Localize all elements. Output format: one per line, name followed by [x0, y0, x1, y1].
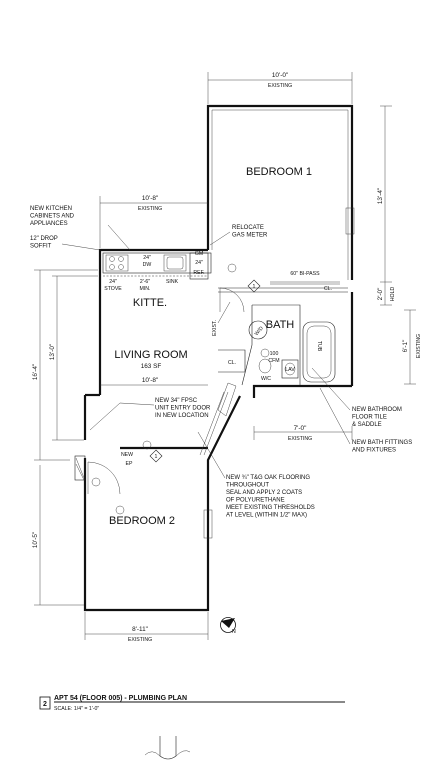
sink-size: 2'-6" [140, 279, 150, 285]
dim-top-width: 10'-0" [272, 72, 288, 79]
closet-label-living: CL. [228, 360, 236, 366]
dim-bath-height-existing: EXISTING [416, 334, 422, 358]
dim-living-height-outer: 16'-4" [32, 364, 39, 380]
drawing-number: 2 [43, 701, 47, 708]
dimension-lines [34, 72, 416, 640]
dim-hold-label: HOLD [390, 287, 396, 302]
finish-tag-bath: 1 [253, 284, 256, 290]
bipass-label: 60" BI-PASS [290, 271, 320, 277]
note-gas-meter: RELOCATE GAS METER [232, 225, 268, 239]
note-bath-tile: NEW BATHROOM FLOOR TILE & SADDLE [352, 407, 404, 428]
dim-kitchen-width-existing: EXISTING [138, 206, 162, 212]
sink-label: SINK [166, 279, 179, 285]
ref-size: 24" [195, 260, 203, 266]
living-room-area: 163 SF [141, 363, 162, 370]
dim-hold-height: 2'-0" [377, 288, 384, 301]
existing-wall-label: EXIST. [212, 320, 218, 336]
dim-bottom-width-existing: EXISTING [128, 637, 152, 643]
title-block: 2 APT 54 (FLOOR 005) - PLUMBING PLAN SCA… [39, 695, 345, 712]
note-bath-fittings: NEW BATH FITTINGS AND FIXTURES [352, 440, 414, 454]
dishwasher-label: DW [143, 262, 152, 268]
room-label-living-room: LIVING ROOM [114, 349, 187, 361]
dim-kitchen-width: 10'-8" [142, 195, 158, 202]
dim-living-height-inner: 13'-0" [49, 344, 56, 360]
finish-tags [149, 279, 261, 463]
ep-label: EP [126, 461, 133, 467]
water-closet-label: W/C [261, 376, 271, 382]
north-arrow-icon: N [220, 617, 236, 635]
note-flooring: NEW ¾" T&G OAK FLOORING THROUGHOUT SEAL … [226, 475, 316, 519]
bipass-closet [270, 281, 340, 285]
exhaust-fan-value: 100 [270, 351, 279, 357]
dim-bath-height: 6'-1" [402, 340, 409, 353]
dim-bottom-width: 8'-11" [132, 626, 148, 633]
door-swings [74, 287, 245, 495]
lavatory-label: LAV [285, 367, 295, 373]
stove-label: STOVE [104, 286, 122, 292]
room-label-kitchen: KITTE. [133, 297, 167, 309]
break-line [144, 736, 191, 760]
drawing-scale: SCALE: 1/4" = 1'-0" [54, 706, 99, 712]
tub-label: TUB [316, 341, 322, 352]
leader-lines [61, 224, 351, 479]
note-entry-door: NEW 34" FPSC UNIT ENTRY DOOR IN NEW LOCA… [155, 398, 212, 419]
dim-bath-width-existing: EXISTING [288, 436, 312, 442]
drawing-title: APT 54 (FLOOR 005) - PLUMBING PLAN [54, 695, 187, 702]
closet-label-bedroom1: CL. [324, 286, 332, 292]
exterior-walls [83, 104, 354, 612]
room-label-bedroom1: BEDROOM 1 [246, 166, 312, 178]
finish-tag-living: 1 [155, 454, 158, 460]
sink-min: MIN. [140, 286, 151, 292]
revision-tags [91, 263, 237, 515]
kitchen-counter [102, 252, 212, 280]
ref-label: REF. [193, 270, 204, 276]
dim-bedroom1-height: 13'-4" [377, 188, 384, 204]
gas-meter-label: GM [195, 251, 203, 257]
north-label: N [232, 629, 236, 635]
dishwasher-size: 24" [143, 255, 151, 261]
dim-bedroom2-height: 10'-5" [32, 532, 39, 548]
dim-living-width: 10'-8" [142, 377, 158, 384]
note-drop-soffit: 12" DROP SOFFIT [30, 236, 59, 250]
new-ep-label: NEW [121, 452, 133, 458]
interior-walls [199, 109, 355, 539]
dim-bath-width: 7'-0" [294, 425, 307, 432]
stove-size: 24" [109, 279, 117, 285]
room-label-bedroom2: BEDROOM 2 [109, 515, 175, 527]
note-kitchen-cabinets: NEW KITCHEN CABINETS AND APPLIANCES [30, 206, 76, 227]
washer-dryer-label: W/D [254, 325, 265, 337]
exhaust-fan-unit: CFM [268, 358, 279, 364]
room-label-bath: BATH [266, 319, 295, 331]
dim-top-width-existing: EXISTING [268, 83, 292, 89]
bath-fixtures [217, 320, 336, 417]
